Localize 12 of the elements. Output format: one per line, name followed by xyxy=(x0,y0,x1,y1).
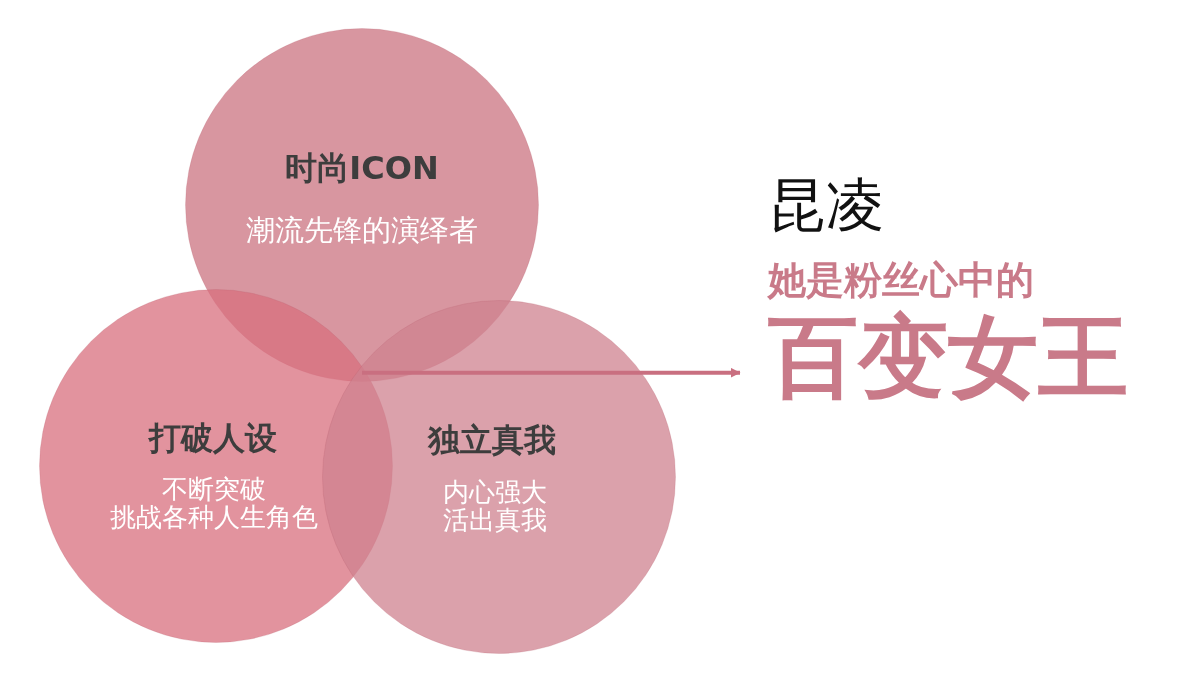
circle-text: 活出真我 xyxy=(443,506,547,536)
circle-heading: 独立真我 xyxy=(428,421,556,459)
circle-text: 潮流先锋的演绎者 xyxy=(246,214,478,248)
circle-heading: 时尚ICON xyxy=(285,149,439,187)
circle-heading: 打破人设 xyxy=(149,419,277,457)
headline-text: 百变女王 xyxy=(768,305,1128,409)
subtitle-text: 她是粉丝心中的 xyxy=(768,259,1034,303)
title-text: 昆凌 xyxy=(768,171,884,239)
circle-text: 不断突破 xyxy=(162,475,266,505)
circle-text: 内心强大 xyxy=(443,478,547,508)
circle-text: 挑战各种人生角色 xyxy=(110,503,318,533)
arrow xyxy=(362,367,741,378)
